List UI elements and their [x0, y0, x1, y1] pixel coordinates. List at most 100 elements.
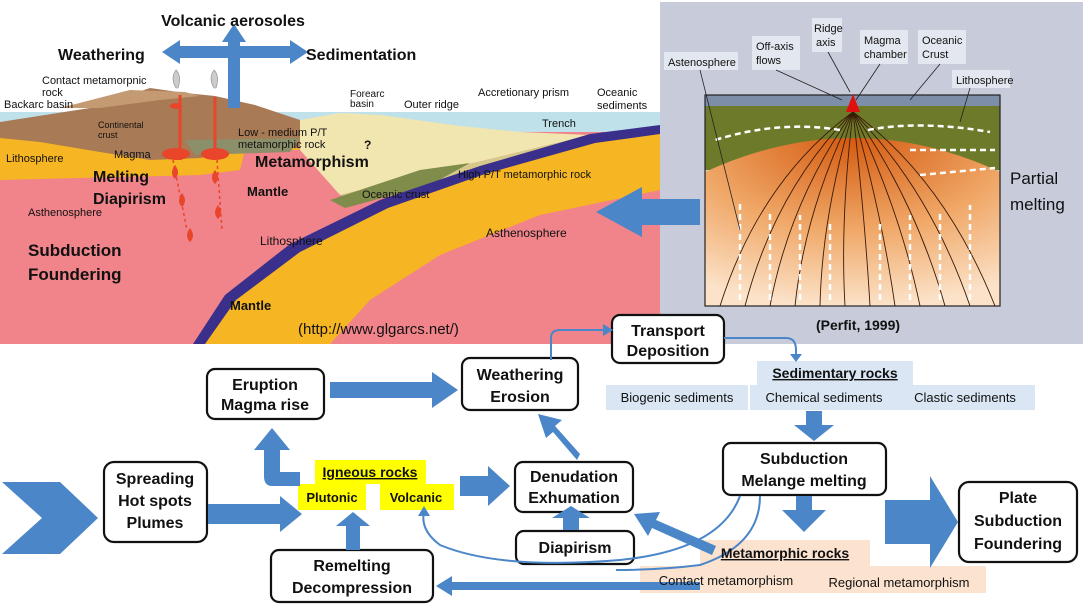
label-ridge-axis-2: axis [816, 37, 836, 49]
label-melange: Melange melting [741, 473, 866, 490]
ridge-panel: Astenosphere Off-axis flows Ridge axis M… [596, 2, 1083, 344]
label-melting: Melting [93, 169, 149, 186]
label-question: ? [364, 138, 371, 152]
cross-section-labels: Volcanic aerosoles Weathering Sedimentat… [4, 13, 648, 338]
label-plumes: Plumes [127, 515, 184, 532]
label-mantle-lower: Mantle [230, 298, 271, 313]
label-transport: Transport [631, 323, 705, 340]
connector-melange-contact [615, 495, 761, 571]
label-denudation: Denudation [530, 469, 618, 486]
label-weathering-box: Weathering [477, 367, 564, 384]
label-astenosphere: Astenosphere [668, 57, 736, 69]
arrow-denudation-weathering [538, 414, 580, 460]
box-subduction-melange [721, 441, 888, 497]
label-eruption: Eruption [232, 377, 298, 394]
label-contact-metamorphism: Contact metamorphism [659, 573, 793, 588]
label-lithosphere-left: Lithosphere [6, 153, 64, 165]
label-magma: Magma [114, 149, 152, 161]
label-backarc-basin: Backarc basin [4, 99, 73, 111]
label-magma-chamber-2: chamber [864, 49, 907, 61]
label-igneous-rocks: Igneous rocks [323, 464, 418, 480]
label-decompression: Decompression [292, 580, 412, 597]
label-mantle-upper: Mantle [247, 184, 288, 199]
arrow-igneous-eruption [254, 428, 300, 486]
label-lithosphere-center: Lithosphere [260, 234, 323, 248]
label-chemical: Chemical sediments [765, 390, 883, 405]
high-pt-zone [330, 163, 470, 208]
label-metamorphism: Metamorphism [255, 154, 369, 171]
label-magma-rise: Magma rise [221, 397, 309, 414]
top-arrows [162, 24, 308, 108]
box-spreading [102, 460, 209, 544]
arrow-eruption-weathering [330, 372, 458, 408]
weathering-sedimentation-arrow [162, 40, 308, 64]
box-weathering-erosion [460, 356, 580, 412]
label-oceanic-crust-1: Oceanic [922, 35, 963, 47]
label-regional-metamorphism: Regional metamorphism [829, 575, 970, 590]
label-diapirism: Diapirism [93, 191, 166, 208]
label-sedimentation: Sedimentation [306, 47, 416, 64]
label-foundering: Foundering [28, 265, 121, 284]
ridge-to-section-arrow [596, 187, 700, 237]
arrow-spreading-igneous [208, 496, 302, 532]
magma-chamber-left [162, 148, 190, 160]
label-continental-crust-1: Continental [98, 120, 144, 130]
label-forearc-1: Forearc [350, 89, 384, 100]
label-contact-metamorphic-1: Contact metamorpnic [42, 75, 147, 87]
label-biogenic: Biogenic sediments [621, 390, 734, 405]
label-partial-melting-2: melting [1010, 195, 1065, 214]
ridge-asthenosphere [705, 138, 1000, 306]
cycle-arrows [2, 372, 958, 596]
aerosoles-arrowhead [222, 24, 246, 42]
label-subduction: Subduction [28, 241, 121, 260]
arrow-metamorphic-denudation [634, 512, 716, 555]
label-sedimentary-rocks: Sedimentary rocks [772, 365, 897, 381]
label-metamorphic-rocks: Metamorphic rocks [721, 545, 850, 561]
label-high-pt: High P/T metamorphic rock [458, 169, 592, 181]
label-source-perfit: (Perfit, 1999) [816, 317, 900, 333]
label-accretionary-prism: Accretionary prism [478, 87, 569, 99]
label-oceanic-crust: Oceanic crust [362, 189, 429, 201]
connector-weathering-transport [550, 329, 604, 360]
label-spreading: Spreading [116, 471, 194, 488]
label-erosion: Erosion [490, 389, 550, 406]
label-offaxis-2: flows [756, 55, 782, 67]
partial-melting-dashes [714, 124, 996, 300]
label-deposition: Deposition [627, 343, 710, 360]
label-oceanic-crust-2: Crust [922, 49, 948, 61]
box-eruption [205, 367, 326, 421]
subducting-lithosphere [200, 128, 660, 344]
arrow-spreading-in [2, 482, 98, 554]
arrow-subduction-metamorphic [782, 496, 826, 532]
arrow-diapirism-denudation [552, 506, 590, 530]
rock-cycle: Transport Deposition Sedimentary rocks B… [2, 313, 1079, 604]
arrow-igneous-denudation [460, 466, 510, 506]
label-outer-ridge: Outer ridge [404, 99, 459, 111]
label-remelting: Remelting [313, 558, 390, 575]
label-asthenosphere-left: Asthenosphere [28, 207, 102, 219]
label-source-glgarcs: (http://www.glgarcs.net/) [298, 321, 459, 338]
label-diapirism-box: Diapirism [539, 540, 612, 557]
label-asthenosphere-right: Asthenosphere [486, 226, 567, 240]
label-partial-melting-1: Partial [1010, 169, 1058, 188]
label-plate-foundering: Foundering [974, 536, 1062, 553]
subduction-cross-section [0, 69, 660, 344]
label-volcanic: Volcanic [390, 490, 443, 505]
label-plate: Plate [999, 490, 1037, 507]
arrow-remelting-igneous [336, 512, 370, 550]
label-oceanic-sediments-2: sediments [597, 100, 648, 112]
label-low-medium-pt-1: Low - medium P/T [238, 127, 328, 139]
arrow-metamorphic-remelting [436, 576, 700, 596]
label-hot-spots: Hot spots [118, 493, 192, 510]
volcano-plume-icon [172, 69, 180, 89]
label-subduction-box: Subduction [760, 451, 848, 468]
arrow-subduction-plate [885, 476, 958, 568]
label-magma-chamber-1: Magma [864, 35, 902, 47]
label-continental-crust-2: crust [98, 130, 118, 140]
arrow-sed-subduction [794, 411, 834, 441]
label-oceanic-sediments-1: Oceanic [597, 87, 638, 99]
label-ridge-lithosphere: Lithosphere [956, 75, 1014, 87]
label-trench: Trench [542, 118, 576, 130]
connector-melange-volcanic [422, 495, 741, 564]
